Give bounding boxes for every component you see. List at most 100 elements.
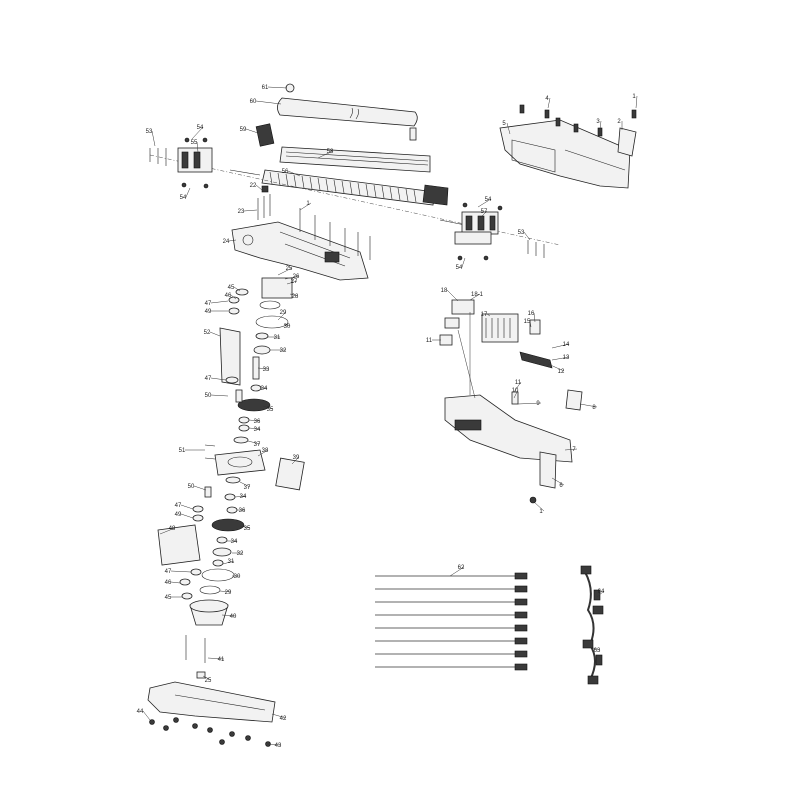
leader-line — [257, 449, 269, 457]
part-label-35b: 35 — [244, 526, 251, 532]
leader-line — [170, 570, 192, 573]
leader-line — [196, 141, 199, 153]
part-label-10: 10 — [512, 388, 519, 394]
leader-line — [579, 403, 598, 408]
part-label-42: 42 — [280, 716, 287, 722]
part-label-64: 64 — [598, 589, 605, 595]
part-label-56: 56 — [282, 169, 289, 175]
part-label-16: 16 — [528, 311, 535, 317]
leader-line — [523, 231, 531, 241]
lower-bracket-part — [157, 524, 201, 566]
leader-line — [210, 377, 227, 381]
part-label-39: 39 — [293, 455, 300, 461]
part-label-24: 24 — [223, 239, 230, 245]
part-label-22: 22 — [250, 183, 257, 189]
motor-part — [275, 457, 305, 491]
part-label-47d: 47 — [165, 569, 172, 575]
leader-line — [289, 293, 299, 297]
clip-part — [255, 123, 275, 147]
leader-line — [517, 402, 542, 405]
leader-line — [262, 405, 274, 410]
leader-line — [180, 504, 194, 510]
upper-handle-part — [499, 119, 631, 189]
leader-line — [222, 560, 235, 565]
part-label-13: 13 — [563, 355, 570, 361]
leader-line — [271, 713, 287, 719]
leader-line — [255, 100, 282, 105]
leader-line — [151, 130, 156, 147]
leader-line — [596, 590, 605, 598]
part-label-1b: 1 — [632, 94, 636, 100]
handle-clip-part — [617, 127, 637, 157]
leader-line — [159, 527, 176, 535]
part-label-32a: 32 — [280, 348, 287, 354]
gear-plate-part — [261, 277, 293, 299]
leader-line — [283, 323, 291, 327]
leader-line — [513, 389, 519, 399]
part-label-28: 28 — [292, 294, 299, 300]
gear-housing-assembly — [231, 185, 371, 281]
base-housing-part — [147, 681, 276, 723]
part-label-48: 48 — [169, 526, 176, 532]
leader-line — [267, 743, 282, 746]
part-label-36b: 36 — [239, 508, 246, 514]
leader-line — [230, 294, 237, 300]
trigger-guard-part — [539, 451, 557, 489]
leader-line — [449, 566, 465, 577]
part-label-41: 41 — [218, 657, 225, 663]
leader-line — [210, 394, 229, 397]
part-label-54d: 54 — [456, 265, 463, 271]
part-label-18-1: 18-1 — [471, 292, 484, 298]
part-label-58: 58 — [327, 149, 334, 155]
leader-line — [248, 427, 261, 430]
leader-line — [193, 485, 207, 491]
leader-line — [299, 202, 312, 211]
clamp-left-assembly — [149, 137, 213, 189]
part-label-30a: 30 — [284, 324, 291, 330]
leader-line — [477, 198, 492, 208]
leader-line — [228, 239, 237, 242]
part-label-37a: 37 — [254, 442, 261, 448]
leader-line — [461, 257, 466, 268]
part-label-15: 15 — [524, 319, 531, 325]
part-label-7: 7 — [572, 447, 576, 453]
part-label-62: 62 — [458, 565, 465, 571]
leader-line — [202, 675, 212, 681]
leader-line — [599, 120, 602, 130]
drive-spring-part — [261, 169, 436, 206]
leader-line — [234, 495, 247, 498]
part-label-25a: 25 — [286, 266, 293, 272]
part-label-29b: 29 — [225, 590, 232, 596]
part-label-30b: 30 — [234, 574, 241, 580]
part-label-8: 8 — [592, 405, 596, 411]
part-label-35a: 35 — [267, 407, 274, 413]
part-label-38: 38 — [262, 448, 269, 454]
part-label-54a: 54 — [197, 125, 204, 131]
part-label-45b: 45 — [165, 595, 172, 601]
mid-housing-part — [214, 449, 266, 476]
part-label-44: 44 — [137, 709, 144, 715]
part-label-63: 63 — [594, 648, 601, 654]
part-label-54c: 54 — [485, 197, 492, 203]
leader-line — [551, 356, 570, 361]
gear-housing-part — [231, 221, 369, 281]
part-label-46a: 46 — [225, 293, 232, 299]
part-label-31a: 31 — [274, 335, 281, 341]
leader-line — [210, 300, 229, 304]
cable-set — [375, 572, 528, 671]
part-label-29a: 29 — [280, 310, 287, 316]
leader-line — [233, 286, 241, 292]
part-label-40: 40 — [230, 614, 237, 620]
shaft-tube-assembly — [149, 83, 561, 246]
part-label-2: 2 — [617, 119, 621, 125]
end-cap-part — [285, 83, 295, 93]
part-label-59: 59 — [240, 127, 247, 133]
part-label-27: 27 — [291, 279, 298, 285]
leader-line — [513, 381, 522, 393]
leader-line — [257, 367, 270, 370]
part-label-34d: 34 — [231, 539, 238, 545]
trigger-part — [519, 351, 553, 369]
leader-line — [284, 275, 300, 280]
leader-line — [255, 184, 263, 191]
